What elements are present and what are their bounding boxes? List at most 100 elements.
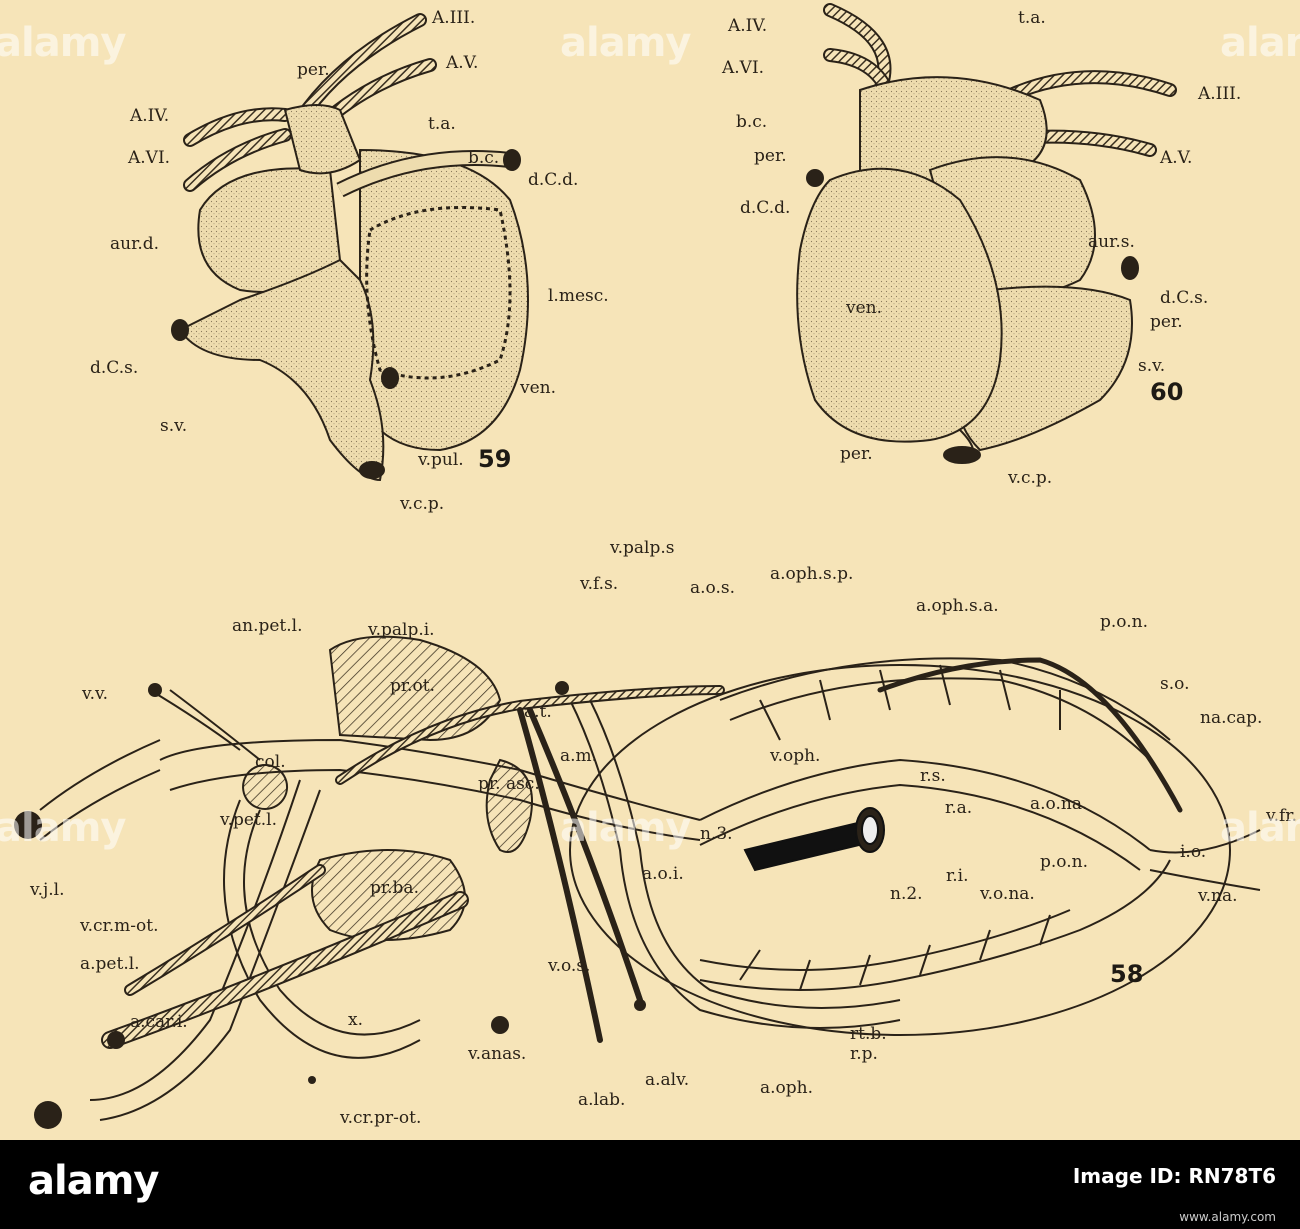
watermark: alamy <box>560 20 691 66</box>
label-60: ven. <box>846 298 883 318</box>
label-58: v.palp.s <box>610 538 675 558</box>
label-58: v.o.na. <box>980 884 1035 904</box>
label-59: l.mesc. <box>548 286 609 306</box>
label-58: a.oph.s.p. <box>770 564 854 584</box>
label-58: an.pet.l. <box>232 616 303 636</box>
label-58: a.o.i. <box>642 864 684 884</box>
label-59: v.pul. <box>418 450 464 470</box>
label-58: a.lab. <box>578 1090 626 1110</box>
label-59: aur.d. <box>110 234 160 254</box>
image-id-block: Image ID: RN78T6 <box>1073 1160 1276 1188</box>
label-59: b.c. <box>468 148 500 168</box>
label-58: v.anas. <box>468 1044 527 1064</box>
label-58: pr. asc. <box>478 774 540 794</box>
sinus-venosus-59 <box>178 258 385 482</box>
label-60: aur.s. <box>1088 232 1135 252</box>
label-60: A.IV. <box>728 16 768 36</box>
label-60: d.C.d. <box>740 198 791 218</box>
label-58: a.t. <box>524 702 552 722</box>
label-58: v.na. <box>1198 886 1238 906</box>
footer-bar: alamy Image ID: RN78T6 www.alamy.com <box>0 1140 1300 1229</box>
label-60: per. <box>840 444 873 464</box>
label-58: v.oph. <box>770 746 821 766</box>
label-58: a.o.na. <box>1030 794 1088 814</box>
figure-60 <box>796 3 1177 464</box>
label-60: t.a. <box>1018 8 1046 28</box>
ascending-process <box>485 758 533 853</box>
label-58: a.alv. <box>645 1070 690 1090</box>
label-60: b.c. <box>736 112 768 132</box>
figure-number-58: 58 <box>1110 960 1144 988</box>
label-59: A.IV. <box>130 106 170 126</box>
label-59: d.C.d. <box>528 170 579 190</box>
label-58: a.oph.s.a. <box>916 596 999 616</box>
label-59: A.V. <box>446 53 479 73</box>
illustration <box>14 3 1261 1129</box>
anatomy-plate: 59 60 58 per. A.III. A.V. A.IV. A.VI. t.… <box>0 3 1300 1129</box>
label-58: i.o. <box>1180 842 1207 862</box>
vessel-ends <box>14 681 646 1129</box>
label-58: r.i. <box>946 866 969 886</box>
label-59: per. <box>297 60 330 80</box>
label-60: per. <box>1150 312 1183 332</box>
orbit-outline <box>569 664 1231 1036</box>
label-60: per. <box>754 146 787 166</box>
label-58: v.o.s. <box>548 956 591 976</box>
label-58: a.car.i. <box>130 1012 188 1032</box>
ventricle-59 <box>359 148 529 452</box>
vein-network <box>39 689 1261 1121</box>
label-58: s.o. <box>1160 674 1190 694</box>
figure-59 <box>171 13 529 482</box>
watermark: alamy <box>1220 20 1300 66</box>
figure-58 <box>14 635 1261 1129</box>
orbital-plexus <box>699 657 1171 991</box>
prootic-bone <box>328 635 502 742</box>
figure-number-59: 59 <box>478 445 512 473</box>
label-58: x. <box>348 1010 363 1030</box>
label-58: pr.ba. <box>370 878 419 898</box>
label-58: v.cr.pr-ot. <box>340 1108 422 1128</box>
label-58: v.f.s. <box>580 574 619 594</box>
label-59: ven. <box>520 378 557 398</box>
artery-network <box>101 657 1183 1049</box>
label-58: v.pet.l. <box>220 810 278 830</box>
label-58: p.o.n. <box>1100 612 1148 632</box>
label-60: s.v. <box>1138 356 1166 376</box>
label-60: d.C.s. <box>1160 288 1209 308</box>
label-58: pr.ot. <box>390 676 436 696</box>
label-58: p.o.n. <box>1040 852 1088 872</box>
label-60: A.V. <box>1160 148 1193 168</box>
ventricle-60 <box>796 167 1003 443</box>
label-59: A.III. <box>432 8 476 28</box>
label-58: r.a. <box>945 798 973 818</box>
label-58: rt.b. <box>850 1024 887 1044</box>
alamy-logo[interactable]: alamy <box>28 1158 159 1204</box>
label-58: a.o.s. <box>690 578 736 598</box>
footer-url[interactable]: www.alamy.com <box>1179 1210 1276 1224</box>
label-58: r.p. <box>850 1044 878 1064</box>
label-58: v.cr.m-ot. <box>80 916 159 936</box>
label-58: v.palp.i. <box>368 620 435 640</box>
watermark: alamy <box>0 805 126 851</box>
label-58: col. <box>255 752 286 772</box>
label-58: a.m. <box>560 746 598 766</box>
label-58: a.oph. <box>760 1078 814 1098</box>
label-58: na.cap. <box>1200 708 1263 728</box>
label-58: v.j.l. <box>30 880 65 900</box>
truncus-59 <box>283 104 362 175</box>
label-60: A.III. <box>1198 84 1242 104</box>
label-58: n.2. <box>890 884 923 904</box>
watermark: alamy <box>560 805 691 851</box>
watermark: alamy <box>0 20 126 66</box>
label-58: v.fr. <box>1266 806 1297 826</box>
label-58: n.3. <box>700 824 733 844</box>
label-60: A.VI. <box>722 58 765 78</box>
label-58: v.v. <box>82 684 108 704</box>
label-59: s.v. <box>160 416 188 436</box>
optic-nerve <box>743 807 885 872</box>
figure-number-60: 60 <box>1150 378 1184 406</box>
image-id: Image ID: RN78T6 <box>1072 1164 1276 1188</box>
label-58: a.pet.l. <box>80 954 140 974</box>
watermark: alamy <box>1220 805 1300 851</box>
label-59: d.C.s. <box>90 358 139 378</box>
